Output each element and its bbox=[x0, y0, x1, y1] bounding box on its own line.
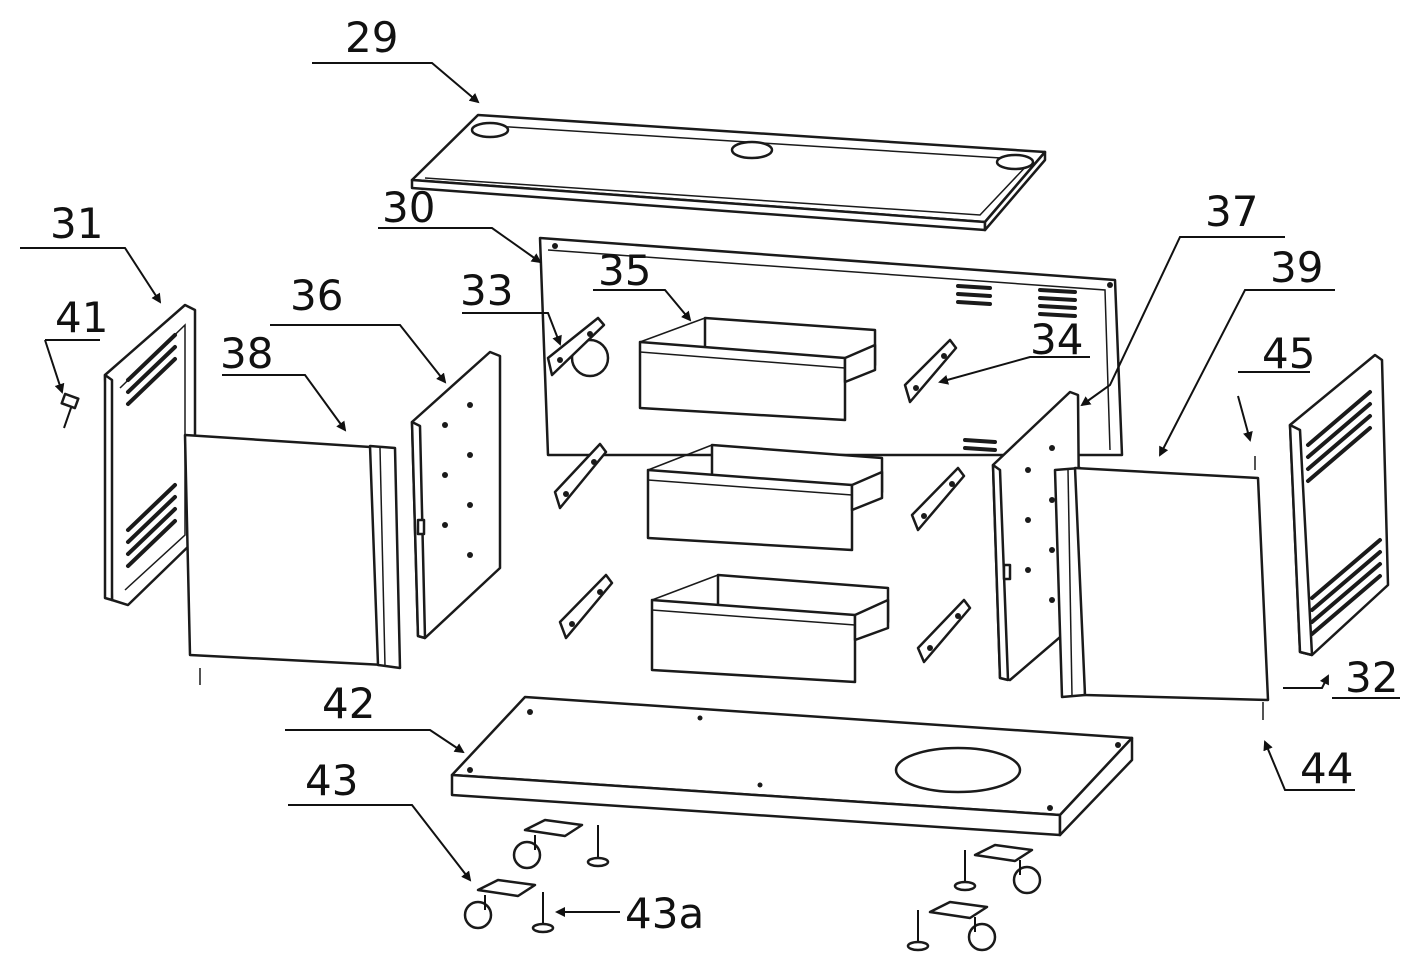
label-39: 39 bbox=[1270, 243, 1323, 292]
label-30: 30 bbox=[382, 183, 435, 232]
right-door-39 bbox=[1053, 456, 1270, 720]
drawer-bottom-35 bbox=[650, 573, 890, 684]
drawer-middle-35 bbox=[646, 443, 884, 552]
drawer-top-35 bbox=[638, 316, 877, 422]
part-number-labels: 29 30 31 32 33 34 35 36 37 38 39 41 42 4… bbox=[50, 13, 1398, 938]
top-hole-left bbox=[470, 121, 510, 139]
label-38: 38 bbox=[220, 329, 273, 378]
caster-front-right-43 bbox=[906, 900, 997, 952]
slide-left-top-33 bbox=[546, 316, 606, 377]
label-33: 33 bbox=[460, 266, 513, 315]
left-side-panel-vents bbox=[126, 333, 177, 568]
back-panel-vents bbox=[956, 284, 1077, 452]
left-door-38 bbox=[183, 433, 402, 685]
caster-front-left-43 bbox=[463, 878, 555, 934]
top-hole-center bbox=[730, 140, 774, 160]
label-43a: 43a bbox=[625, 889, 704, 938]
label-32: 32 bbox=[1345, 653, 1398, 702]
slide-right-middle-34 bbox=[910, 466, 966, 532]
top-panel-29 bbox=[410, 113, 1047, 232]
label-35: 35 bbox=[598, 246, 651, 295]
left-divider-36 bbox=[410, 350, 502, 640]
label-31: 31 bbox=[50, 199, 103, 248]
top-hole-right bbox=[995, 153, 1035, 171]
label-43: 43 bbox=[305, 756, 358, 805]
slide-right-top-34 bbox=[903, 338, 958, 404]
label-41: 41 bbox=[55, 293, 108, 342]
label-42: 42 bbox=[322, 679, 375, 728]
bottom-panel-42 bbox=[450, 695, 1134, 837]
slide-left-middle-33 bbox=[553, 442, 608, 510]
right-side-panel-vents bbox=[1306, 390, 1382, 636]
label-29: 29 bbox=[345, 13, 398, 62]
label-37: 37 bbox=[1205, 187, 1258, 236]
label-36: 36 bbox=[290, 271, 343, 320]
slide-right-bottom-34 bbox=[916, 598, 972, 664]
bottom-panel-cutout bbox=[894, 746, 1022, 794]
label-45: 45 bbox=[1262, 329, 1315, 378]
label-34: 34 bbox=[1030, 315, 1083, 364]
leader-lines bbox=[20, 62, 1400, 917]
screw-41 bbox=[60, 392, 80, 429]
caster-back-left-43 bbox=[512, 818, 610, 870]
right-side-panel-32 bbox=[1288, 353, 1390, 657]
label-44: 44 bbox=[1300, 744, 1353, 793]
caster-back-right-43 bbox=[953, 843, 1042, 895]
left-side-panel-31 bbox=[103, 303, 197, 607]
slide-left-bottom-33 bbox=[558, 573, 614, 640]
